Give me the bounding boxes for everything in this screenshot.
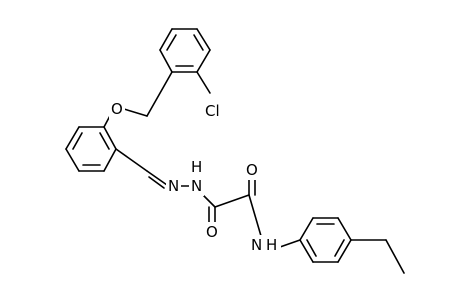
atom-label-o: O bbox=[111, 100, 123, 118]
atom-hydrazide-nh: N H bbox=[189, 157, 204, 196]
bond bbox=[196, 49, 211, 73]
bond-inner bbox=[72, 132, 83, 150]
atom-amide-nh: N H bbox=[249, 235, 281, 255]
atom-cl: Cl bbox=[203, 101, 229, 121]
bond-n-ring bbox=[279, 239, 301, 248]
bond bbox=[299, 217, 314, 241]
atom-carbonyl-o2: O bbox=[244, 160, 260, 180]
bond bbox=[159, 28, 173, 51]
atom-label-n: N bbox=[168, 177, 179, 195]
bond bbox=[337, 217, 352, 241]
atom-carbonyl-o1: O bbox=[204, 222, 220, 242]
atom-label-n: N bbox=[191, 177, 202, 195]
bond-c-n bbox=[248, 194, 262, 237]
bond-ring-ch2 bbox=[146, 71, 173, 117]
bond bbox=[103, 148, 117, 172]
atom-label-h: H bbox=[191, 158, 202, 176]
bond-inner bbox=[193, 34, 204, 51]
ethylphenyl-ring bbox=[299, 217, 352, 263]
atom-label-n: N bbox=[251, 236, 262, 254]
bond-inner bbox=[99, 132, 110, 150]
bond bbox=[299, 239, 314, 263]
bond-ethyl bbox=[385, 239, 405, 274]
chlorophenyl-ring bbox=[159, 28, 211, 73]
atom-label-o: O bbox=[246, 161, 258, 179]
bond-ch2-o bbox=[123, 108, 148, 117]
bond bbox=[65, 126, 80, 150]
benzaldehyde-ring bbox=[65, 126, 117, 172]
bond-cn-double bbox=[146, 170, 168, 186]
atom-ether-o: O bbox=[109, 99, 125, 119]
bond bbox=[103, 126, 117, 150]
bond bbox=[196, 28, 211, 51]
atom-label-cl: Cl bbox=[205, 102, 220, 120]
atom-label-h: H bbox=[266, 236, 277, 254]
bond-ring-ch bbox=[115, 148, 148, 172]
atom-imine-n: N bbox=[166, 176, 181, 196]
bond-inner bbox=[166, 34, 177, 51]
bond bbox=[159, 49, 173, 73]
bond bbox=[337, 239, 352, 263]
bond-cn-double bbox=[148, 176, 165, 189]
bond-c-cl bbox=[196, 71, 211, 94]
bond bbox=[65, 148, 80, 172]
atom-label-o: O bbox=[206, 223, 218, 241]
bond-inner bbox=[334, 239, 345, 257]
bond-n-c bbox=[203, 195, 216, 208]
bond-inner bbox=[306, 239, 317, 257]
bond-c-c bbox=[214, 194, 250, 208]
